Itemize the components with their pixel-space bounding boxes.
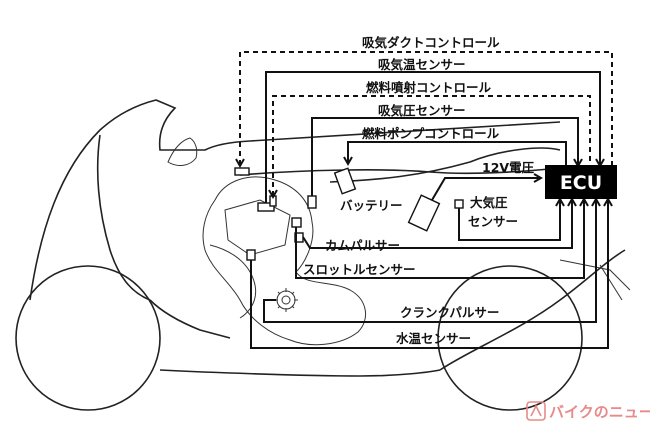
intake-duct-flap [234, 167, 250, 176]
label-intake-pressure-sensor: 吸気圧センサー [378, 103, 466, 118]
wire-water-temp-sensor [250, 200, 609, 349]
rear-frame [599, 264, 623, 301]
label-throttle-sensor: スロットルセンサー [303, 262, 416, 277]
lower-cowl [149, 299, 231, 339]
engine-cylinder [224, 199, 291, 256]
watermark-logo-mark [530, 404, 542, 417]
wire-crank-pulser [263, 200, 597, 323]
engine-detail [209, 244, 257, 319]
label-fuel-pump-control: 燃料ポンプコントロール [362, 126, 500, 141]
ecu-box [545, 165, 617, 199]
rear-wheel [437, 265, 583, 411]
label-intake-duct-control: 吸気ダクトコントロール [362, 35, 500, 50]
arrow-intake-duct-head [235, 158, 245, 169]
intake-pressure-sensor-box [307, 195, 317, 209]
components [234, 167, 464, 261]
label-cam-pulser: カムパルサー [325, 238, 400, 253]
label-crank-pulser: クランクパルサー [400, 305, 499, 320]
watermark: バイクのニュース [526, 401, 650, 421]
labels: 吸気ダクトコントロール 吸気温センサー 燃料噴射コントロール 吸気圧センサー 燃… [303, 35, 535, 346]
ecu-unit: ECU [545, 165, 617, 199]
swingarm [559, 259, 631, 291]
label-12v-voltage: 12V電圧 [482, 160, 535, 175]
wire-fuel-pump-control [347, 141, 567, 165]
arrow-12v-head [533, 173, 544, 183]
label-intake-temp-sensor: 吸気温センサー [378, 57, 466, 72]
fuel-pump-box [333, 167, 357, 195]
battery-box [407, 194, 441, 232]
label-water-temp-sensor: 水温センサー [396, 331, 471, 346]
arrow-injection-head [268, 189, 278, 200]
headlight-detail [167, 137, 198, 166]
wire-intake-temp-sensor [265, 71, 601, 203]
wire-12v [431, 177, 540, 201]
lower-body [159, 369, 441, 377]
watermark-text: バイクのニュース [549, 403, 650, 421]
wire-throttle-sensor [295, 200, 585, 279]
wiring [235, 51, 613, 349]
wire-cam-pulser [302, 200, 573, 249]
front-fairing [29, 99, 561, 301]
label-battery: バッテリー [340, 198, 403, 213]
water-temp-sensor-box [246, 249, 256, 261]
label-atmospheric-2: センサー [468, 214, 518, 229]
wire-atmospheric [458, 200, 561, 241]
atmospheric-sensor-box [454, 199, 464, 209]
label-atmospheric-1: 大気圧 [470, 195, 508, 210]
fairing-inner [96, 134, 151, 301]
crank-gear-icon [274, 288, 298, 312]
wire-intake-duct-control [239, 51, 613, 165]
throttle-sensor-box [291, 217, 302, 228]
engine-block [202, 176, 366, 346]
watermark-logo-icon [526, 401, 546, 421]
seat-upper [329, 147, 561, 183]
motorcycle-outline [15, 99, 631, 411]
wire-fuel-injection-control [272, 95, 591, 196]
wire-intake-pressure-sensor [311, 117, 579, 196]
ecu-label: ECU [560, 172, 602, 194]
rear-fender [439, 249, 626, 371]
arrow-fuel-pump-head [343, 156, 353, 167]
front-wheel [15, 265, 161, 411]
label-fuel-injection-control: 燃料噴射コントロール [366, 80, 492, 95]
